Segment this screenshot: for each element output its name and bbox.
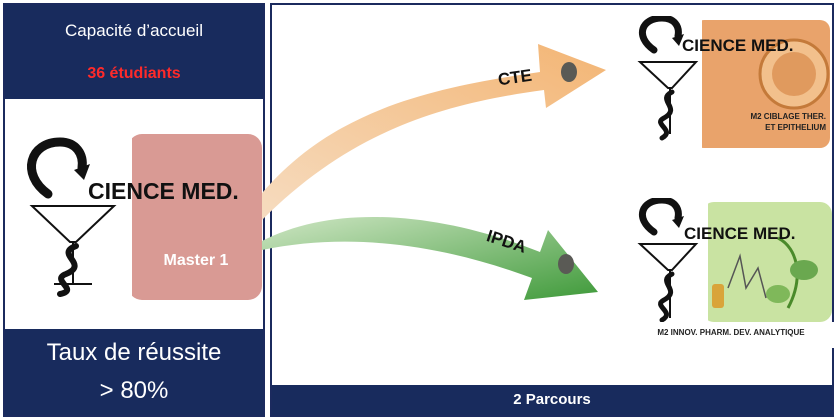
success-rate-title: Taux de réussite — [46, 339, 222, 366]
m2-cte-card: CIENCE MED. M2 CIBLAGE THER. ET EPITHELI… — [628, 16, 832, 152]
cte-arrow — [258, 44, 606, 220]
capacity-title: Capacité d’accueil — [65, 21, 203, 40]
ipda-dot — [558, 254, 574, 274]
m2-ipda-card: CIENCE MED. M2 INNOV. PHARM. DEV. ANALYT… — [628, 198, 834, 350]
parcours-footer: 2 Parcours — [272, 385, 832, 415]
capacity-count: 36 étudiants — [87, 65, 181, 82]
master1-card: CIENCE MED. Master 1 — [10, 134, 262, 302]
cte-dot — [561, 62, 577, 82]
m2-cte-logo-text: CIENCE MED. — [682, 36, 794, 55]
master1-label: Master 1 — [163, 252, 229, 269]
capacity-header: Capacité d’accueil 36 étudiants — [5, 5, 263, 99]
m2-cte-program: M2 CIBLAGE THER. ET EPITHELIUM — [750, 112, 826, 132]
m2-ipda-logo-text: CIENCE MED. — [684, 224, 796, 243]
m2-ipda-program: M2 INNOV. PHARM. DEV. ANALYTIQUE — [657, 328, 805, 337]
success-rate-box: Taux de réussite > 80% — [5, 329, 263, 415]
success-rate-value: > 80% — [99, 377, 169, 404]
ipda-arrow — [260, 216, 598, 300]
master1-logo-text: CIENCE MED. — [88, 178, 239, 204]
